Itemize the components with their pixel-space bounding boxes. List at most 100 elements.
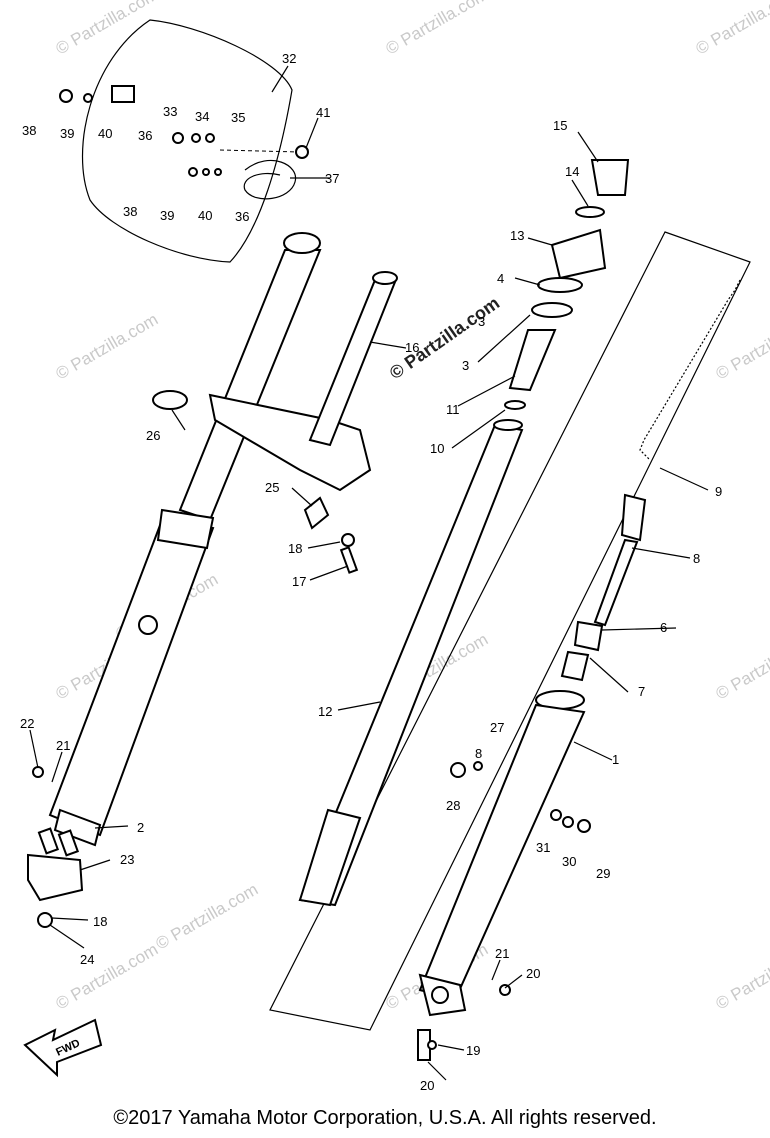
callout: 23 bbox=[120, 852, 134, 867]
left-stud-b bbox=[57, 829, 80, 857]
left-fork-assembly bbox=[27, 232, 322, 928]
callout: 38 bbox=[22, 123, 36, 138]
washer-27 bbox=[473, 761, 483, 771]
watermark: © Partzilla.com bbox=[386, 293, 503, 384]
callout: 20 bbox=[420, 1078, 434, 1093]
screw-28 bbox=[450, 762, 466, 778]
rod-collar bbox=[573, 620, 604, 652]
leader-dash bbox=[219, 149, 301, 153]
callout: 1 bbox=[612, 752, 619, 767]
copyright-notice: ©2017 Yamaha Motor Corporation, U.S.A. A… bbox=[113, 1107, 657, 1129]
washer-b bbox=[531, 302, 573, 318]
callout: 30 bbox=[562, 854, 576, 869]
nut-41 bbox=[295, 145, 309, 159]
center-inner-tube bbox=[298, 419, 524, 907]
callout: 12 bbox=[318, 704, 332, 719]
washer-34 bbox=[191, 133, 201, 143]
bracket-36 bbox=[111, 85, 135, 103]
callout: 24 bbox=[80, 952, 94, 967]
callout: 41 bbox=[316, 105, 330, 120]
bottom-washer bbox=[427, 1040, 437, 1050]
fork-spring bbox=[639, 279, 741, 461]
screw-33 bbox=[172, 132, 184, 144]
callout: 2 bbox=[137, 820, 144, 835]
watermarks: © Partzilla.com © Partzilla.com © Partzi… bbox=[53, 0, 770, 1013]
right-axle-hole bbox=[431, 986, 449, 1004]
callout: 35 bbox=[231, 110, 245, 125]
callout: 18 bbox=[93, 914, 107, 929]
headlight-wire bbox=[243, 159, 297, 200]
callout: 39 bbox=[60, 126, 74, 141]
callout: 29 bbox=[596, 866, 610, 881]
callout: 3 bbox=[462, 358, 469, 373]
callout: 20 bbox=[526, 966, 540, 981]
callout: 34 bbox=[195, 109, 209, 124]
left-clamp-nut bbox=[37, 912, 53, 928]
callout: 21 bbox=[495, 946, 509, 961]
watermark: © Partzilla.com bbox=[53, 940, 162, 1014]
headlight-outline bbox=[81, 19, 293, 263]
bolt-31 bbox=[550, 809, 562, 821]
drain-bolt bbox=[499, 984, 511, 996]
left-inner-tube bbox=[178, 249, 322, 522]
callout-labels: 1 2 3 3 4 6 7 8 9 10 11 12 13 14 15 16 1… bbox=[20, 51, 722, 1093]
left-outer-tube-seal bbox=[156, 508, 215, 550]
callout: 31 bbox=[536, 840, 550, 855]
washer-39b bbox=[202, 168, 210, 176]
callout: 25 bbox=[265, 480, 279, 495]
callout: 10 bbox=[430, 441, 444, 456]
callout: 19 bbox=[466, 1043, 480, 1058]
callout: 27 bbox=[490, 720, 504, 735]
exploded-frame bbox=[269, 231, 751, 1031]
callout: 13 bbox=[510, 228, 524, 243]
watermark: © Partzilla.com bbox=[53, 0, 162, 58]
leader-lines bbox=[29, 65, 709, 1081]
callout: 11 bbox=[446, 402, 460, 417]
callout: 21 bbox=[56, 738, 70, 753]
callout: 17 bbox=[292, 574, 306, 589]
stem-top bbox=[372, 271, 398, 285]
callout: 28 bbox=[446, 798, 460, 813]
screw-38 bbox=[59, 89, 73, 103]
callout: 26 bbox=[146, 428, 160, 443]
callout: 36 bbox=[235, 209, 249, 224]
bracket-bolt bbox=[339, 546, 359, 574]
reflector-left bbox=[152, 390, 188, 410]
callout: 18 bbox=[288, 541, 302, 556]
fwd-arrow-icon: FWD bbox=[23, 1018, 103, 1078]
watermark: © Partzilla.com bbox=[383, 0, 492, 58]
left-axle-boss bbox=[53, 808, 102, 847]
taper-spindle bbox=[560, 650, 590, 682]
spacer-ring bbox=[504, 400, 526, 410]
cap-cover bbox=[550, 228, 607, 280]
callout: 8 bbox=[693, 551, 700, 566]
left-stud-a bbox=[37, 827, 60, 855]
left-fork-cap bbox=[283, 232, 321, 254]
washer-a bbox=[537, 277, 583, 293]
callout: 15 bbox=[553, 118, 567, 133]
watermark: © Partzilla.com bbox=[713, 630, 770, 704]
right-fork-assembly bbox=[417, 493, 647, 1061]
watermark: © Partzilla.com bbox=[713, 940, 770, 1014]
callout: 36 bbox=[138, 128, 152, 143]
callout: 40 bbox=[98, 126, 112, 141]
washer-39 bbox=[83, 93, 93, 103]
callout: 39 bbox=[160, 208, 174, 223]
callout: 32 bbox=[282, 51, 296, 66]
watermark: © Partzilla.com bbox=[693, 0, 770, 58]
screw-38b bbox=[188, 167, 198, 177]
callout: 4 bbox=[497, 271, 504, 286]
washer-35 bbox=[205, 133, 215, 143]
cap-bolt bbox=[590, 159, 630, 196]
o-ring bbox=[575, 206, 605, 218]
callout: 33 bbox=[163, 104, 177, 119]
callout: 6 bbox=[660, 620, 667, 635]
callout: 3 bbox=[478, 314, 485, 329]
callout: 9 bbox=[715, 484, 722, 499]
damper-rod bbox=[593, 538, 639, 627]
cap-stack bbox=[504, 159, 630, 410]
left-reflector-mount bbox=[138, 615, 158, 635]
left-drain-screw bbox=[32, 766, 44, 778]
callout: 40 bbox=[198, 208, 212, 223]
callout: 37 bbox=[325, 171, 339, 186]
